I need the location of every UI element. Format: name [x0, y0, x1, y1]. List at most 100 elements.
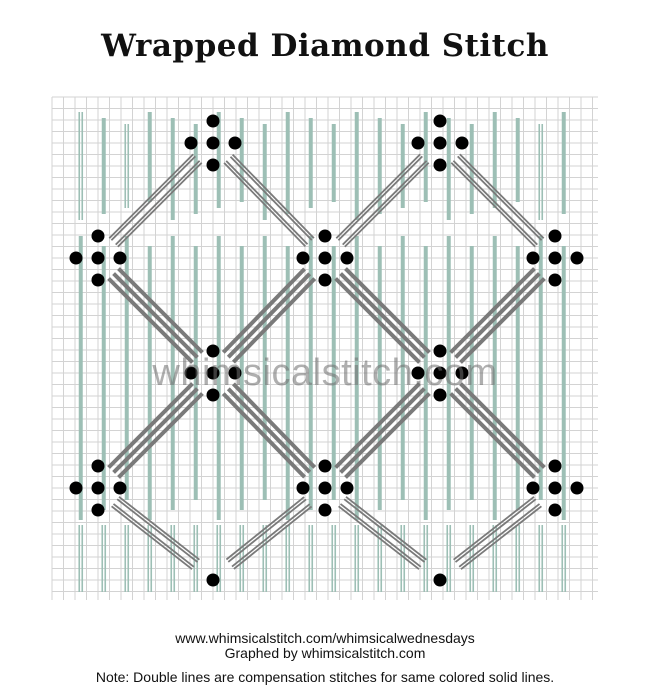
hole-dot — [206, 114, 220, 128]
compensation-stitch — [110, 155, 196, 241]
hole-dot — [206, 136, 220, 150]
hole-markers — [69, 114, 584, 587]
compensation-stitch — [225, 160, 309, 245]
compensation-stitch — [457, 155, 543, 241]
hole-dot — [526, 251, 540, 265]
compensation-stitch — [225, 496, 305, 561]
hole-dot — [206, 388, 220, 402]
diagonal-stitch — [226, 272, 312, 359]
diagram-title: Wrapped Diamond Stitch — [101, 28, 549, 64]
hole-dot — [318, 459, 332, 473]
diagonal-stitch — [117, 392, 204, 479]
hole-dot — [91, 251, 105, 265]
compensation-stitch — [111, 505, 193, 570]
hole-dot — [113, 481, 127, 495]
hole-dot — [433, 573, 447, 587]
hole-dot — [318, 503, 332, 517]
compensation-stitch — [115, 160, 201, 246]
compensation-stitch — [460, 505, 542, 570]
watermark: whimsicalstitch.com — [152, 352, 498, 394]
footer-credit: Graphed by whimsicalstitch.com — [224, 645, 426, 661]
diagonal-stitch — [221, 392, 307, 479]
diagonal-stitch — [339, 387, 426, 474]
hole-dot — [548, 503, 562, 517]
diagonal-stitch — [344, 267, 431, 354]
compensation-stitch — [112, 503, 195, 568]
diagonal-stitch — [117, 267, 204, 354]
diagonal-stitch — [226, 387, 312, 474]
diagonal-stitch — [449, 267, 536, 354]
hole-dot — [206, 344, 220, 358]
hole-dot — [433, 388, 447, 402]
hole-dot — [318, 251, 332, 265]
hole-dot — [411, 136, 425, 150]
hole-dot — [548, 229, 562, 243]
diagonal-stitch — [459, 277, 546, 364]
hole-dot — [340, 481, 354, 495]
hole-dot — [184, 366, 198, 380]
hole-dot — [433, 114, 447, 128]
diagonal-stitch — [231, 382, 317, 469]
compensation-stitch — [108, 153, 194, 239]
diagonal-stitch — [334, 277, 421, 364]
compensation-stitch — [231, 503, 311, 568]
diagonal-stitch — [231, 277, 317, 364]
footer-url: www.whimsicalstitch.com/whimsicalwednesd… — [175, 630, 475, 646]
diagonal-stitch — [107, 382, 194, 469]
hole-dot — [411, 366, 425, 380]
compensation-stitch — [337, 155, 423, 241]
hole-dot — [228, 136, 242, 150]
compensation-stitch — [453, 496, 535, 561]
compensation-stitch — [116, 498, 199, 563]
hole-dot — [433, 136, 447, 150]
hole-dot — [548, 273, 562, 287]
hole-dot — [455, 136, 469, 150]
hole-dot — [318, 229, 332, 243]
compensation-stitch — [344, 162, 430, 248]
compensation-stitch — [454, 498, 537, 563]
hole-dot — [91, 459, 105, 473]
hole-dot — [184, 136, 198, 150]
hole-dot — [91, 503, 105, 517]
hole-dot — [455, 366, 469, 380]
compensation-stitch — [342, 160, 428, 246]
hole-dot — [526, 481, 540, 495]
compensation-stitch — [458, 503, 541, 568]
compensation-stitch — [339, 503, 422, 568]
hole-dot — [69, 251, 83, 265]
hole-dot — [69, 481, 83, 495]
diagonal-stitch — [112, 272, 199, 359]
hole-dot — [433, 366, 447, 380]
hole-dot — [548, 251, 562, 265]
hole-dot — [433, 158, 447, 172]
compensation-stitch — [450, 162, 536, 248]
compensation-stitch — [117, 162, 203, 248]
compensation-stitch — [452, 160, 538, 246]
footer-note: Note: Double lines are compensation stit… — [95, 669, 555, 685]
hole-dot — [91, 229, 105, 243]
compensation-stitch — [345, 496, 427, 561]
hole-dot — [570, 481, 584, 495]
hole-dot — [433, 344, 447, 358]
diagonal-stitch — [334, 382, 421, 469]
vertical-stitches — [78, 112, 567, 592]
hole-dot — [91, 481, 105, 495]
hole-dot — [318, 273, 332, 287]
hole-dot — [91, 273, 105, 287]
hole-dot — [296, 481, 310, 495]
compensation-stitch — [343, 498, 426, 563]
compensation-stitch — [223, 162, 307, 248]
hole-dot — [296, 251, 310, 265]
hole-dot — [548, 459, 562, 473]
diagonal-stitch — [112, 387, 199, 474]
compensation-stitch — [118, 496, 200, 561]
diagonal-stitch — [344, 392, 431, 479]
compensation-stitch — [338, 505, 420, 570]
hole-dot — [340, 251, 354, 265]
compensation-stitch — [233, 505, 313, 570]
diagonal-stitch — [454, 387, 541, 474]
hole-dot — [570, 251, 584, 265]
hole-dot — [228, 366, 242, 380]
compensation-stitch — [229, 156, 313, 241]
